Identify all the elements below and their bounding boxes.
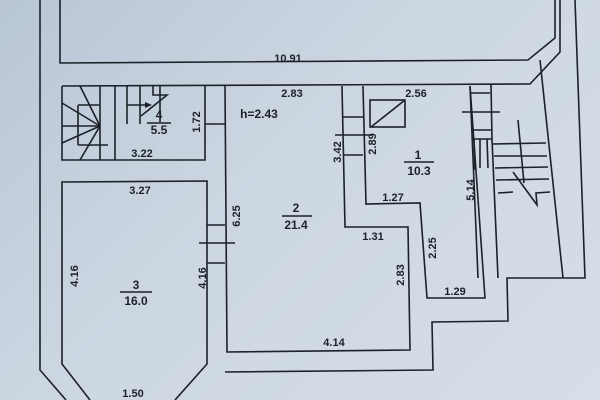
dim-r1-step: 1.27 xyxy=(382,192,403,204)
dim-r3-right: 4.16 xyxy=(197,267,209,288)
ceiling-height: h=2.43 xyxy=(240,107,278,121)
shaft-icon xyxy=(369,99,406,128)
room-4-number: 4 xyxy=(156,108,163,122)
room-1-area: 10.3 xyxy=(407,164,431,178)
dim-r2-right: 2.83 xyxy=(395,264,407,285)
room-1-walls xyxy=(362,85,486,299)
dim-r3-left: 4.16 xyxy=(69,265,81,286)
dim-top-width: 10.91 xyxy=(274,53,302,65)
dim-r1-bottom: 1.29 xyxy=(444,286,465,298)
dim-r1-lower: 2.25 xyxy=(427,237,439,258)
entrance-stairs xyxy=(462,59,564,279)
room-3-walls xyxy=(61,180,208,400)
room-2-area: 21.4 xyxy=(284,218,308,232)
dim-r2-wall-342: 3.42 xyxy=(332,141,344,162)
room-3-area: 16.0 xyxy=(124,294,148,308)
dim-r1-top: 2.56 xyxy=(405,88,426,100)
room-4-stairs xyxy=(61,85,225,161)
dim-r2-bottom: 4.14 xyxy=(323,337,345,349)
dim-r1-right: 5.14 xyxy=(465,178,477,200)
door-3-2 xyxy=(199,224,235,264)
dim-r2-left: 6.25 xyxy=(231,205,243,226)
room-2-number: 2 xyxy=(293,201,300,215)
dim-r4-bottom: 3.22 xyxy=(131,148,152,160)
dim-r4-height: 1.72 xyxy=(191,111,203,132)
room-1-number: 1 xyxy=(415,148,422,162)
dim-r1-wall-289: 2.89 xyxy=(367,133,379,154)
dim-r3-bottom: 1.50 xyxy=(122,388,143,400)
room-3-number: 3 xyxy=(133,278,140,292)
room-2-walls xyxy=(224,85,411,353)
dim-r2-top: 2.83 xyxy=(281,88,302,100)
dim-r3-top: 3.27 xyxy=(129,185,150,197)
room-4-area: 5.5 xyxy=(151,123,168,137)
outer-walls xyxy=(39,0,586,400)
dim-r2-step: 1.31 xyxy=(362,231,383,243)
